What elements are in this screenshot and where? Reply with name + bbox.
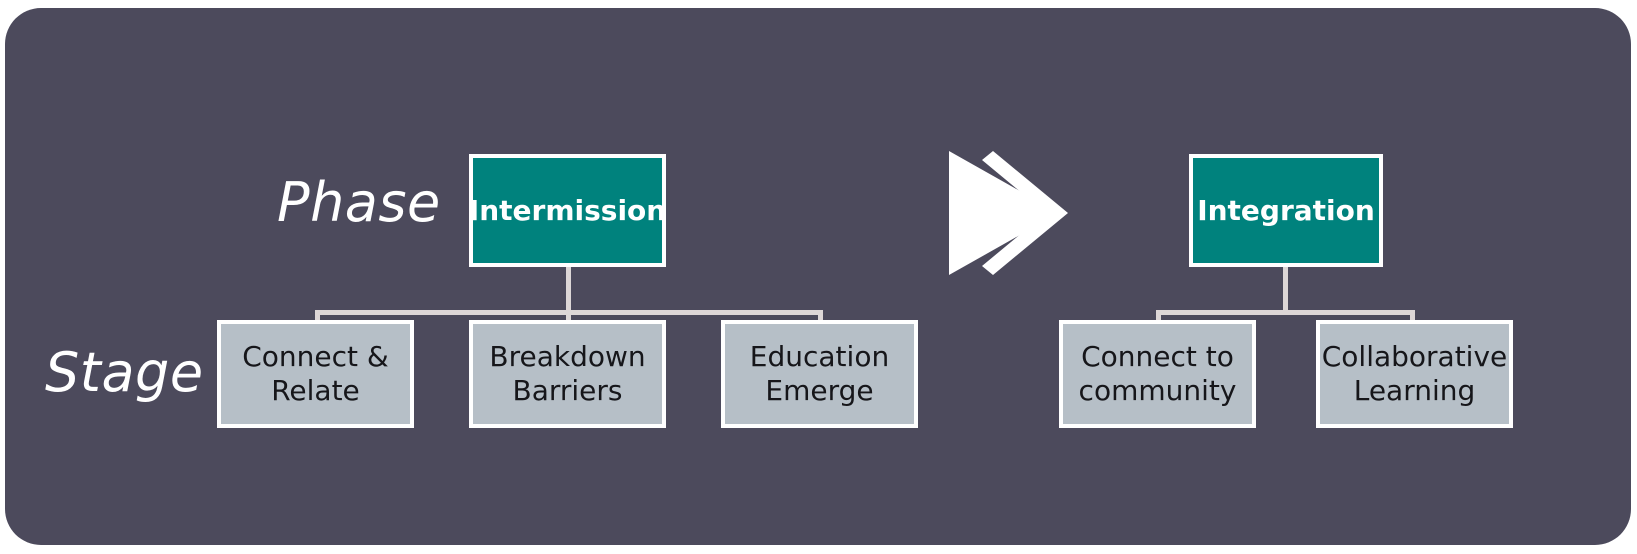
phase-box-intermission-label: Intermission (468, 193, 667, 227)
phase-box-intermission[interactable]: Intermission (469, 154, 666, 267)
stage-box-education-emerge[interactable]: Education Emerge (721, 320, 918, 428)
stage-label-line1: Education (749, 339, 890, 373)
stage-label-line1: Connect to (1081, 339, 1234, 373)
connector-stem-integration (1283, 266, 1288, 315)
stage-label-line1: Collaborative (1321, 339, 1508, 373)
stage-box-breakdown-barriers[interactable]: Breakdown Barriers (469, 320, 666, 428)
stage-box-education-emerge-label: Education Emerge (750, 340, 889, 408)
stage-box-breakdown-barriers-label: Breakdown Barriers (489, 340, 645, 408)
stage-box-connect-to-community[interactable]: Connect to community (1059, 320, 1256, 428)
diagram-panel: Phase Stage Intermission Integration (5, 8, 1631, 545)
stage-label-line1: Connect & (242, 339, 389, 373)
flow-arrow-group (940, 138, 1080, 288)
row-label-phase: Phase (277, 171, 441, 234)
stage-box-collaborative-learning-label: Collaborative Learning (1322, 340, 1508, 408)
phase-box-integration[interactable]: Integration (1189, 154, 1383, 267)
phase-box-integration-label: Integration (1197, 193, 1375, 227)
stage-box-collaborative-learning[interactable]: Collaborative Learning (1316, 320, 1513, 428)
stage-box-connect-relate[interactable]: Connect & Relate (217, 320, 414, 428)
stage-label-line1: Breakdown (489, 339, 646, 373)
stage-box-connect-to-community-label: Connect to community (1079, 340, 1237, 408)
stage-label-line2: Barriers (512, 374, 623, 407)
stage-label-line2: community (1078, 374, 1237, 407)
connector-bus-integration (1156, 310, 1415, 315)
stage-label-line2: Relate (271, 374, 360, 407)
row-label-stage: Stage (45, 341, 204, 404)
double-chevron-right-arrow-icon (949, 151, 1068, 275)
stage-box-connect-relate-label: Connect & Relate (242, 340, 389, 408)
stage-label-line2: Emerge (765, 374, 874, 407)
stage-label-line2: Learning (1353, 374, 1476, 407)
connector-stem-intermission (566, 266, 571, 315)
